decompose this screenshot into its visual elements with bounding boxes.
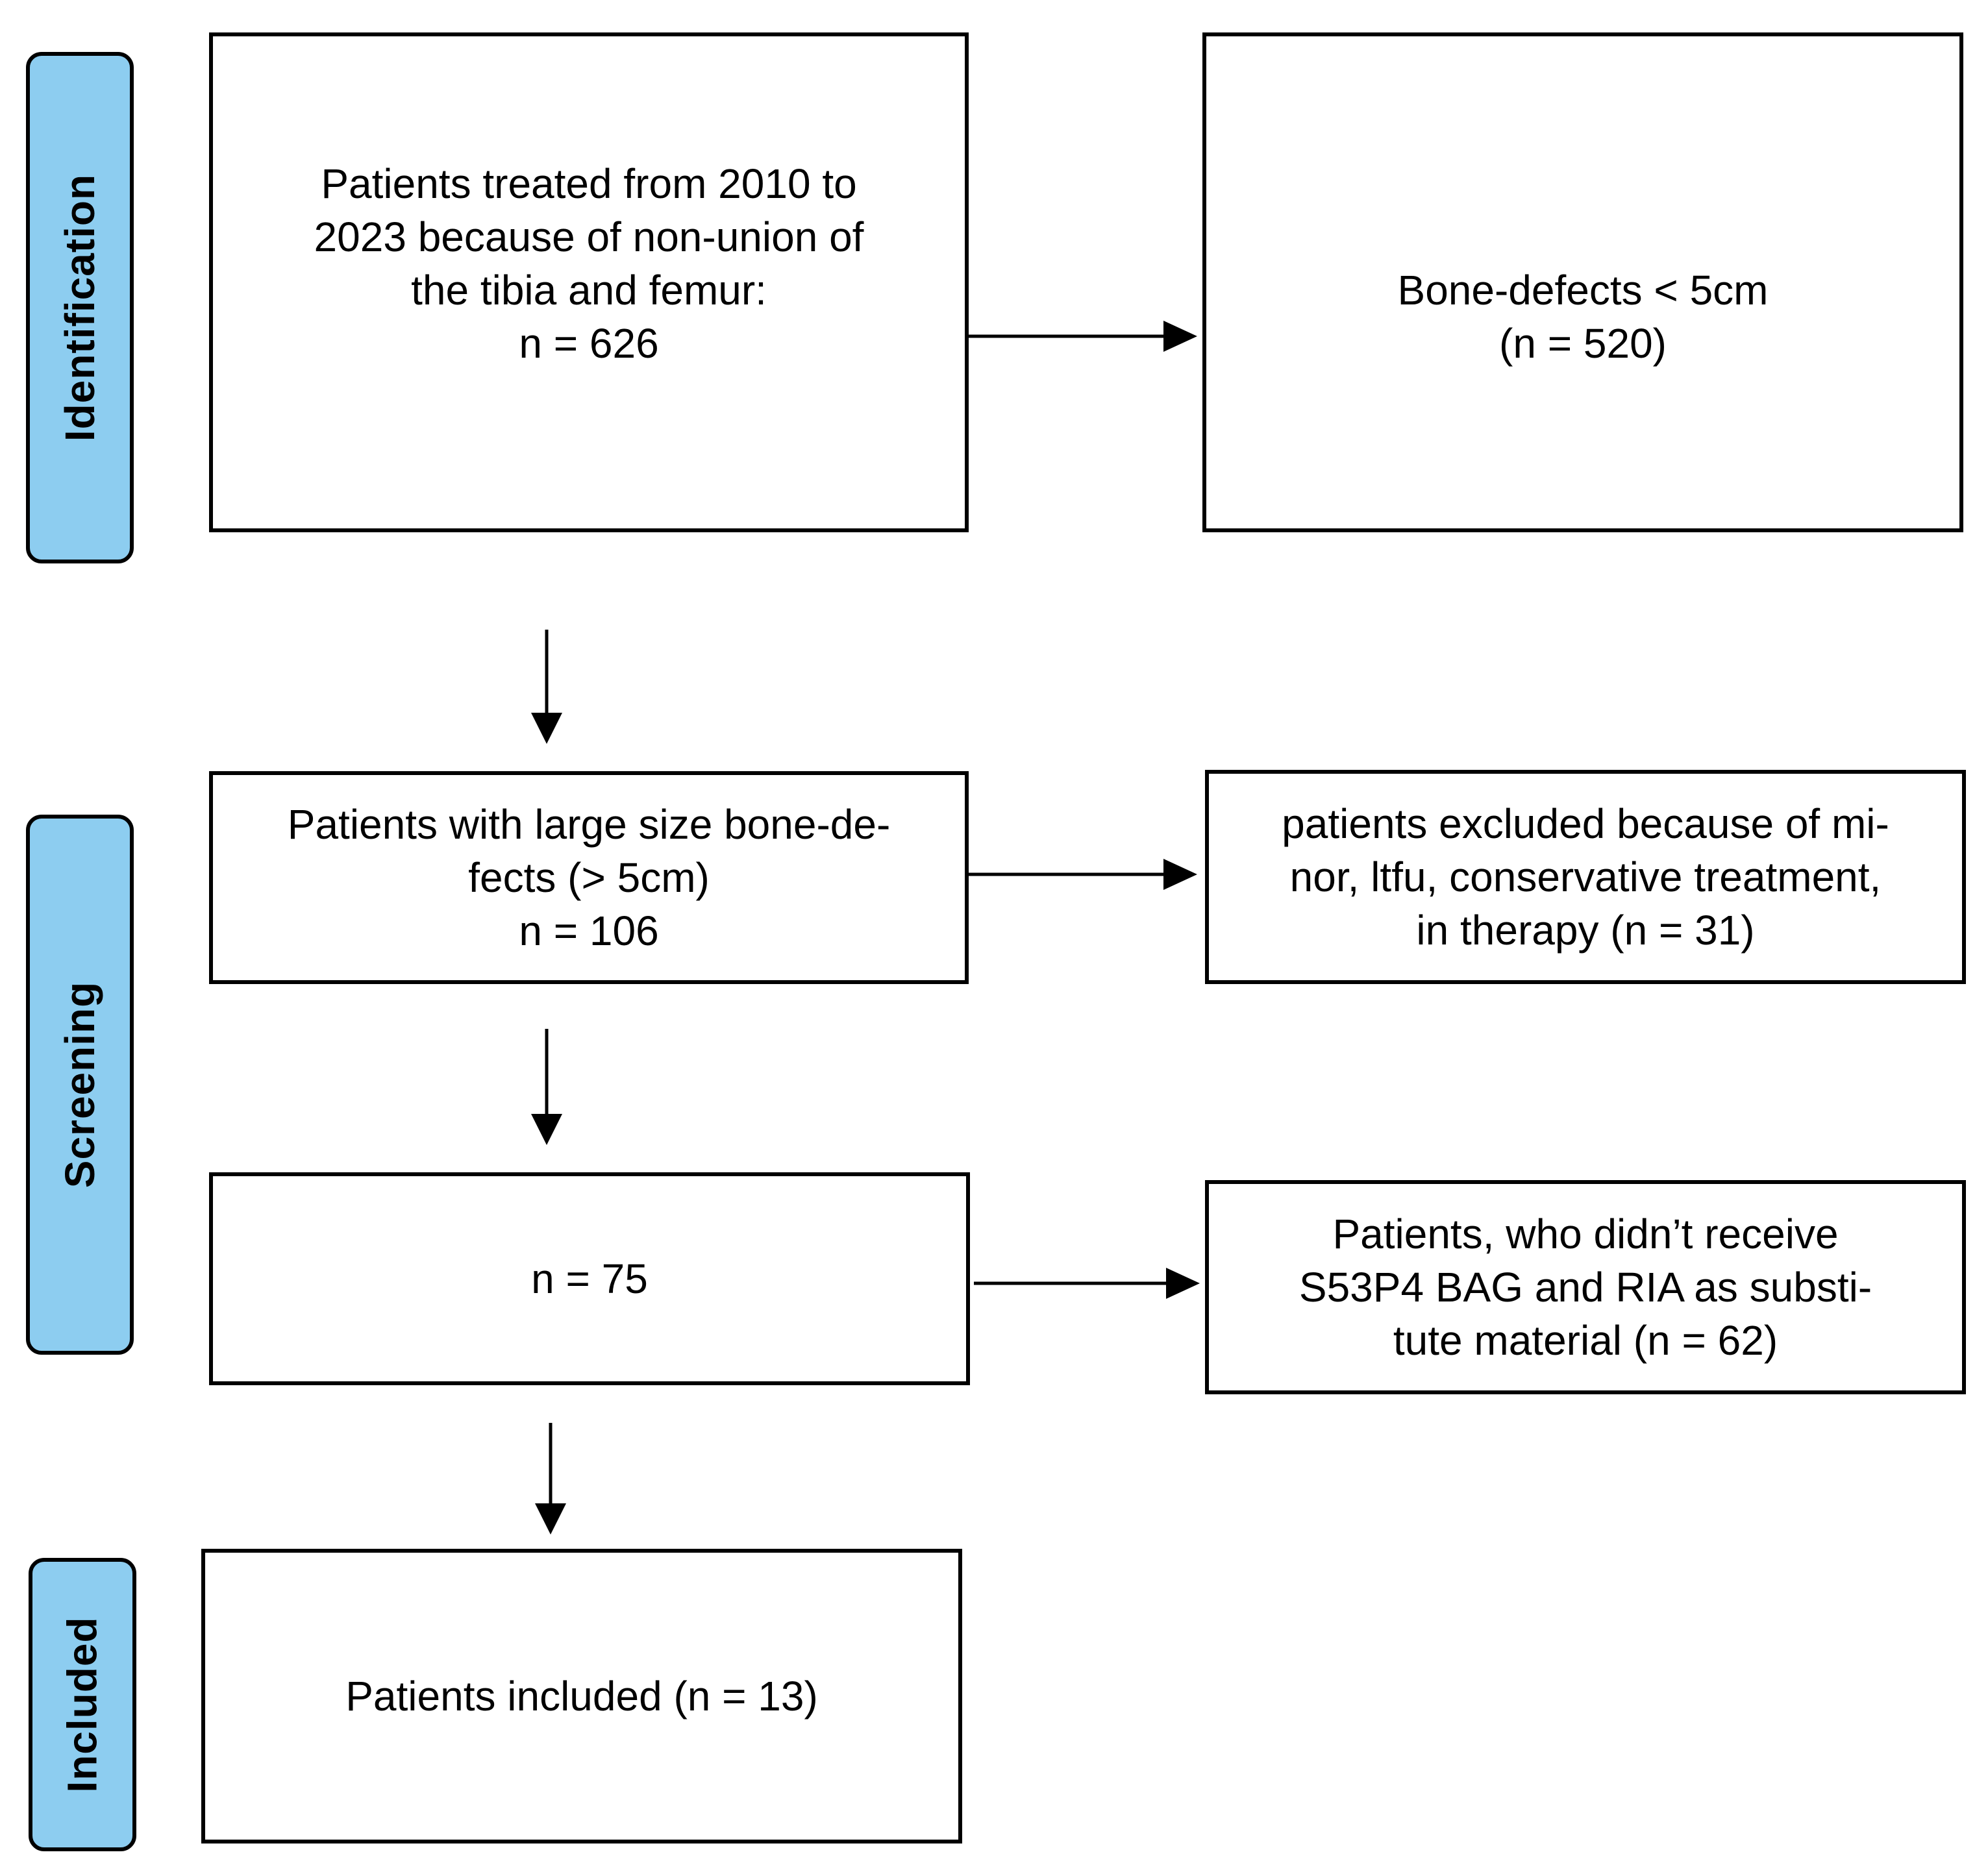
arrow-head-right-2 (1163, 859, 1197, 890)
exclusion-box-other-reasons: patients excluded because of mi- nor, lt… (1205, 770, 1966, 984)
stage-identification: Identification (26, 52, 134, 563)
stage-screening: Screening (26, 815, 134, 1355)
exclusion-box-no-s53p4: Patients, who didn’t receive S53P4 BAG a… (1205, 1180, 1966, 1394)
stage-included: Included (29, 1558, 136, 1851)
screened-patients-text: n = 75 (531, 1255, 648, 1302)
large-defect-patients-text: Patients with large size bone-de- fects … (287, 801, 891, 954)
included-patients-box: Patients included (n = 13) (201, 1549, 962, 1843)
exclusion-other-reasons-text: patients excluded because of mi- nor, lt… (1282, 800, 1889, 954)
identified-patients-box: Patients treated from 2010 to 2023 becau… (209, 32, 969, 532)
arrow-head-down-2 (531, 1114, 562, 1145)
arrow-head-down-3 (535, 1503, 566, 1535)
identified-patients-text: Patients treated from 2010 to 2023 becau… (314, 160, 864, 367)
arrow-head-right-1 (1163, 321, 1197, 352)
large-defect-patients-box: Patients with large size bone-de- fects … (209, 771, 969, 984)
exclusion-box-small-defects: Bone-defects < 5cm (n = 520) (1202, 32, 1963, 532)
screened-patients-box: n = 75 (209, 1172, 970, 1385)
exclusion-small-defects-text: Bone-defects < 5cm (n = 520) (1397, 267, 1769, 367)
arrow-head-down-1 (531, 713, 562, 744)
included-patients-text: Patients included (n = 13) (345, 1673, 818, 1720)
exclusion-no-s53p4-text: Patients, who didn’t receive S53P4 BAG a… (1298, 1211, 1872, 1364)
arrow-head-right-3 (1166, 1268, 1200, 1299)
